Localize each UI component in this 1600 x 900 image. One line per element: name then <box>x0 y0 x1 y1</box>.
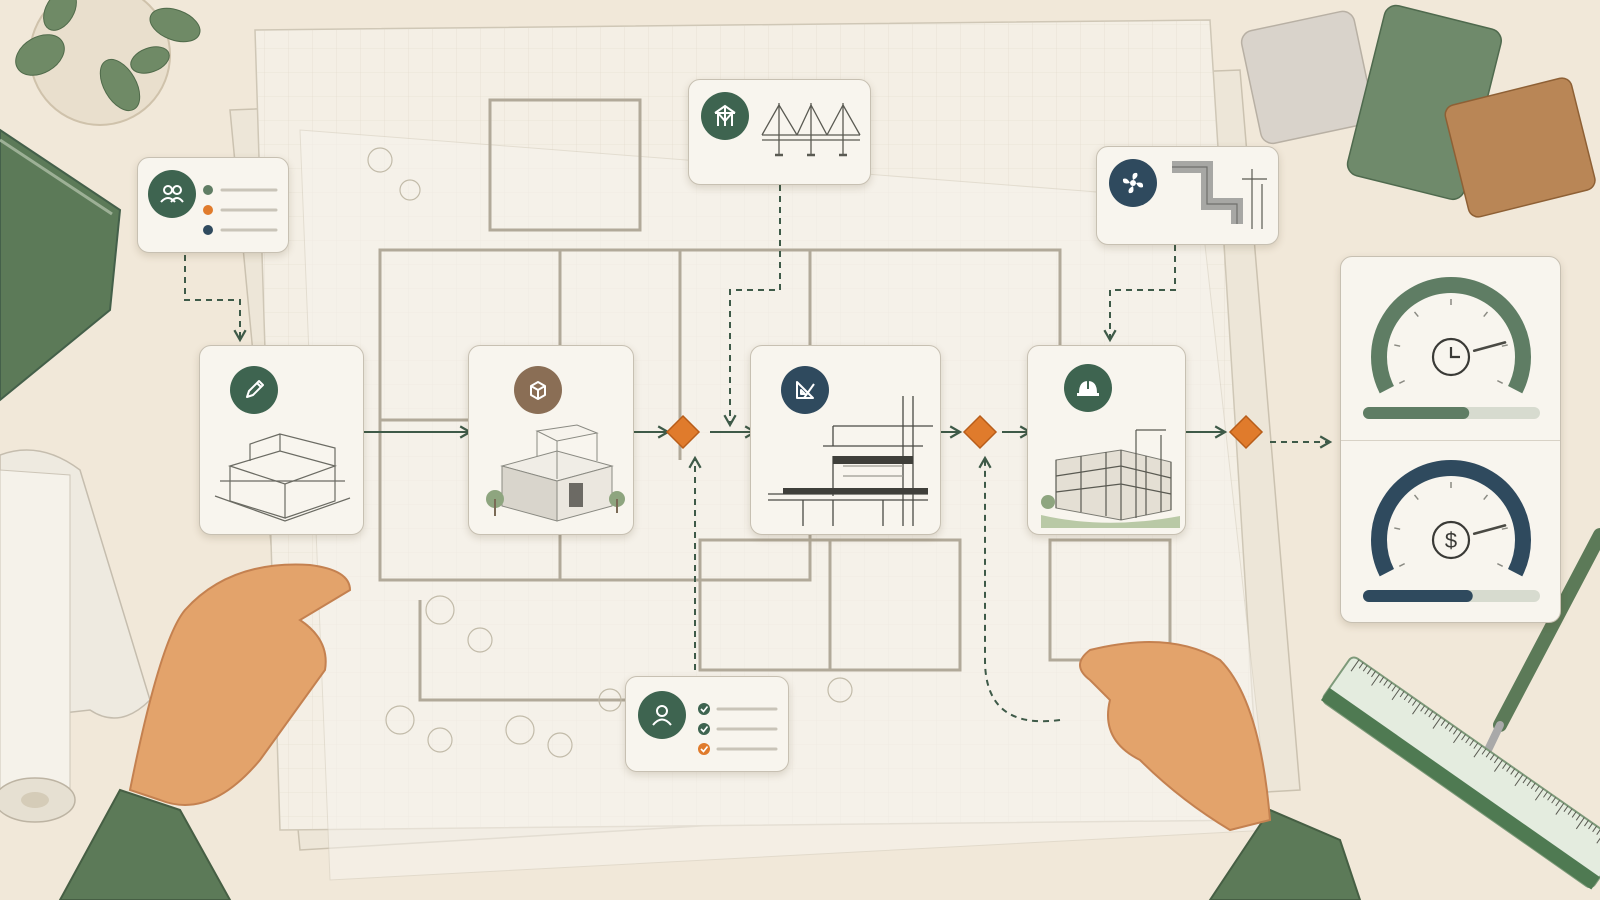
cube-icon <box>514 366 562 414</box>
clock-icon <box>1431 337 1471 377</box>
decision-gates <box>665 414 1264 450</box>
gate-3-diamond[interactable] <box>1228 414 1264 450</box>
dashed-structure-to-flow <box>723 185 781 428</box>
building-under-construction <box>1041 429 1180 528</box>
left-hand <box>58 563 352 900</box>
list-bullet <box>203 225 213 235</box>
book-icon <box>0 128 122 402</box>
stage-construction[interactable] <box>1027 345 1186 535</box>
team-icon <box>148 170 196 218</box>
stage-3d-massing-model[interactable] <box>468 345 634 535</box>
approval-checklist <box>698 703 778 755</box>
budget-gauge-art: $ <box>1363 460 1540 602</box>
structural-input-card[interactable] <box>688 79 871 185</box>
hard-hat-icon <box>1064 364 1112 412</box>
dashed-mep-to-construction <box>1103 245 1176 343</box>
gauge-arc <box>1371 460 1531 577</box>
ruler-icon <box>1320 656 1600 890</box>
drafting-triangle-icon <box>781 366 829 414</box>
material-swatches <box>1240 4 1596 218</box>
plan-trees <box>367 147 853 758</box>
truss-icon <box>701 92 749 140</box>
pencil-icon <box>230 366 278 414</box>
right-hand <box>1079 641 1362 900</box>
schedule-gauge-art <box>1363 277 1540 419</box>
dollar-symbol: $ <box>1445 528 1457 553</box>
user-icon <box>638 691 686 739</box>
truss-illustration <box>761 103 861 157</box>
check-done-icon <box>698 723 710 735</box>
list-bullet <box>203 185 213 195</box>
check-done-icon <box>698 703 710 715</box>
progress-fill <box>1363 590 1473 602</box>
performance-dashboard: $ <box>1340 256 1561 623</box>
gauge-needle <box>1472 341 1507 352</box>
stakeholder-card[interactable] <box>137 157 289 253</box>
gauge-needle <box>1472 524 1507 535</box>
pen-icon <box>1484 528 1600 754</box>
rolled-blueprint <box>0 449 151 823</box>
mep-input-card[interactable] <box>1096 146 1279 245</box>
budget-gauge: $ <box>1341 440 1560 622</box>
schedule-gauge <box>1341 257 1560 441</box>
gate-2-diamond[interactable] <box>962 414 998 450</box>
gate-1-diamond[interactable] <box>665 414 701 450</box>
duct-illustration <box>1172 161 1267 229</box>
building-model <box>486 424 625 522</box>
plant-icon <box>15 0 201 112</box>
gauge-arc <box>1371 277 1531 394</box>
structural-section-drawing <box>768 396 933 526</box>
massing-sketch <box>214 433 351 522</box>
stakeholder-list <box>203 185 278 235</box>
stage-concept-sketch[interactable] <box>199 345 364 535</box>
progress-fill <box>1363 407 1470 419</box>
stage-structural-drawings[interactable] <box>750 345 941 535</box>
dollar-icon <box>1431 520 1471 560</box>
check-pending-icon <box>698 743 710 755</box>
dashed-stakeholders-to-sketch <box>184 255 247 343</box>
list-bullet <box>203 205 213 215</box>
client-approval-card[interactable] <box>625 676 789 772</box>
fan-icon <box>1109 159 1157 207</box>
